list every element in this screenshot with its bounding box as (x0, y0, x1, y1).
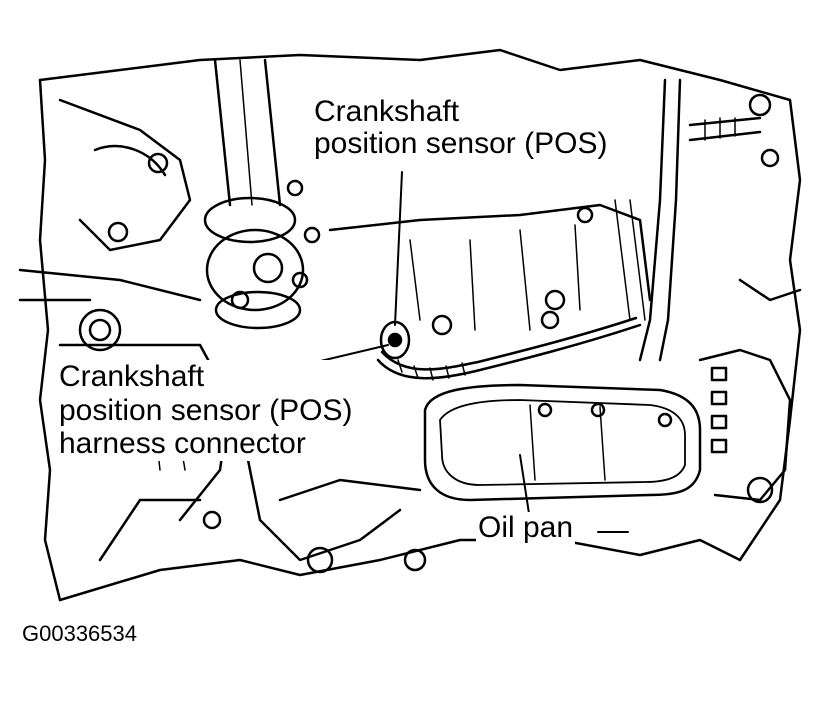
lower-housing (238, 418, 427, 574)
right-pipes (614, 78, 780, 362)
front-pipe (203, 58, 309, 330)
figure-id: G00336534 (22, 621, 137, 646)
callout-pos-line1: Crankshaft (314, 95, 460, 128)
callout-crankshaft-position-sensor: Crankshaft position sensor (POS) (312, 95, 610, 160)
callout-oil-pan: Oil pan (476, 511, 576, 544)
leader-pos-sensor (394, 171, 403, 326)
callout-harness-line2: position sensor (POS) (59, 393, 353, 427)
right-transmission (698, 278, 802, 504)
transaxle-housing (328, 203, 652, 336)
leader-lines (231, 171, 629, 533)
leader-oil-pan (519, 454, 531, 521)
callout-pos-harness-connector: Crankshaft position sensor (POS) harness… (57, 360, 355, 461)
manifold-left (18, 98, 321, 302)
callout-pos-line2: position sensor (POS) (314, 126, 608, 160)
oil-pan (423, 383, 702, 502)
crankshaft-position-sensor (376, 316, 642, 381)
callout-harness-line1: Crankshaft (59, 360, 205, 393)
callout-harness-line3: harness connector (59, 427, 306, 461)
